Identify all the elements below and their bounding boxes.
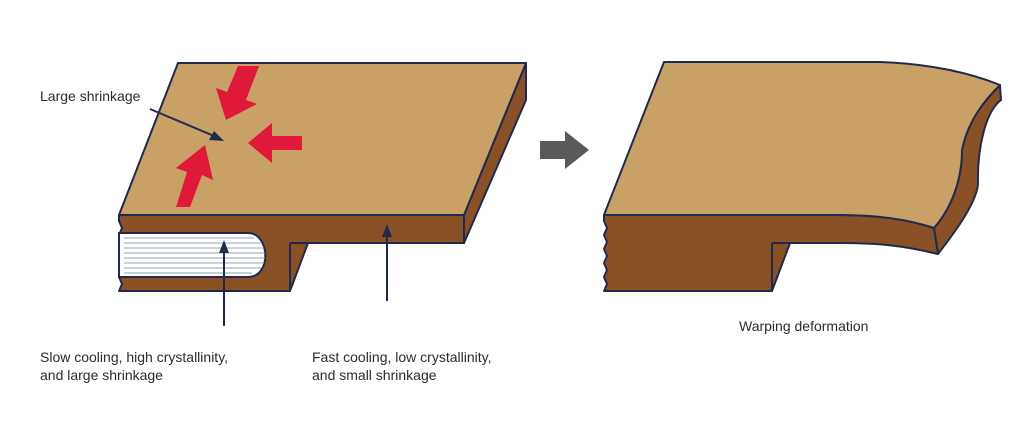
- warping-deformation-label: Warping deformation: [739, 318, 869, 334]
- shrink-arrow-top-icon: [216, 66, 259, 120]
- slow-cooling-label: Slow cooling, high crystallinity, and la…: [40, 348, 228, 384]
- right-block-top-face: [603, 61, 1001, 229]
- pointer-lines: [149, 108, 392, 326]
- large-shrinkage-label: Large shrinkage: [40, 88, 141, 104]
- crystalline-core: [118, 232, 267, 278]
- left-block-top-face: [118, 62, 527, 216]
- slow-cooling-line2: and large shrinkage: [40, 367, 163, 383]
- fast-cooling-line2: and small shrinkage: [312, 367, 437, 383]
- slow-cooling-line1: Slow cooling, high crystallinity,: [40, 349, 229, 365]
- shrink-arrows: [176, 66, 302, 207]
- shrink-arrow-right-icon: [248, 123, 302, 163]
- fast-cooling-label: Fast cooling, low crystallinity, and sma…: [312, 348, 491, 384]
- fast-cooling-line1: Fast cooling, low crystallinity,: [312, 349, 492, 365]
- process-arrow-icon: [540, 131, 589, 169]
- shrink-arrow-bottom-icon: [176, 145, 213, 207]
- right-block: [603, 61, 1002, 292]
